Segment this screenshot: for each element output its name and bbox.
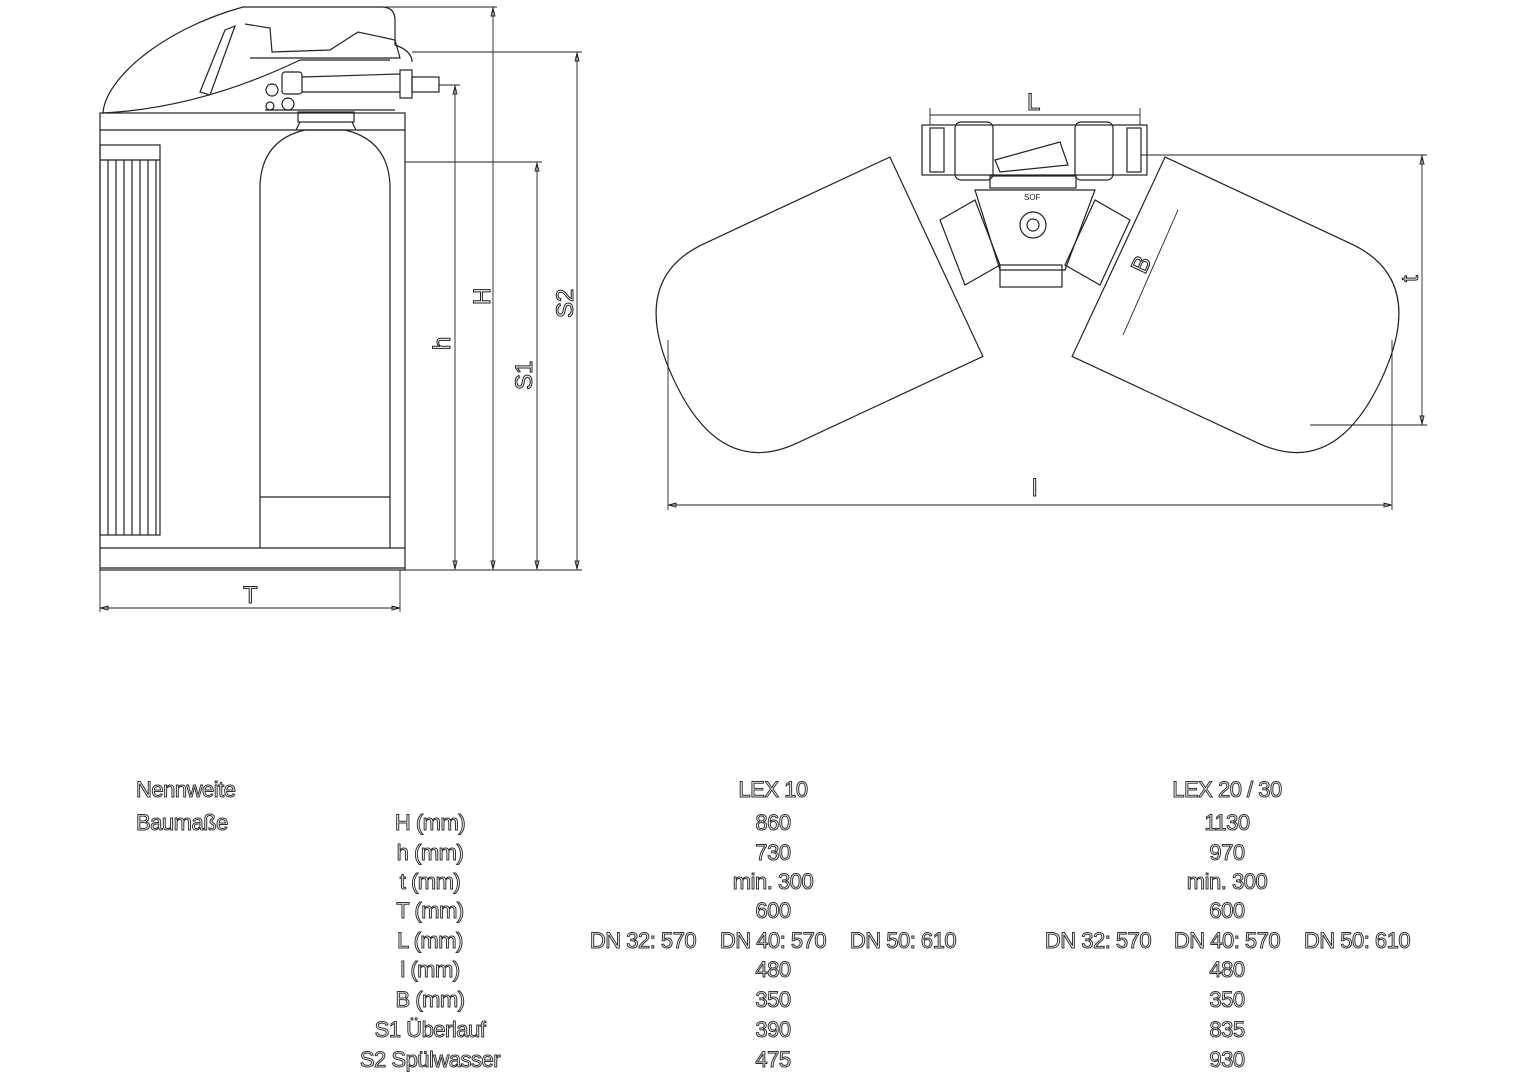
dim-label-H: H (469, 288, 496, 305)
cell-lex2030: 1130 (1204, 810, 1251, 836)
cell-lex2030: DN 40: 570 (1173, 928, 1281, 954)
cell-lex2030: 480 (1209, 957, 1246, 983)
cell-lex2030: 600 (1209, 898, 1246, 924)
body (99, 112, 406, 571)
cell-lex10: 730 (755, 840, 792, 866)
row-label: S1 Überlauf (374, 1017, 486, 1043)
right-tank (1071, 156, 1400, 454)
cover (102, 6, 413, 114)
cell-lex2030: min. 300 (1186, 869, 1268, 895)
dim-label-t: t (1397, 275, 1424, 282)
row-label: t (mm) (399, 869, 461, 895)
cell-lex10: 350 (755, 987, 792, 1013)
cell-lex10: 390 (755, 1017, 792, 1043)
resin-tank (259, 111, 391, 548)
bypass-valve (921, 121, 1148, 288)
dim-label-h: h (429, 337, 456, 350)
cell-lex2030: 835 (1209, 1017, 1246, 1043)
dim-label-B: B (1126, 252, 1157, 278)
cell-lex2030: 970 (1209, 840, 1246, 866)
cell-lex10: 480 (755, 957, 792, 983)
row-label: l (mm) (400, 957, 461, 983)
row-label: B (mm) (395, 987, 466, 1013)
cell-lex10: DN 50: 610 (849, 928, 957, 954)
salt-filter-panel (99, 144, 161, 536)
control-valve (199, 23, 440, 111)
cell-lex10: 860 (755, 810, 792, 836)
row-label: L (mm) (397, 928, 464, 954)
dim-label-S1: S1 (511, 361, 538, 390)
row-label: H (mm) (394, 810, 466, 836)
top-view-softener (655, 108, 1427, 510)
cell-lex10: 600 (755, 898, 792, 924)
model-header-lex10: LEX 10 (738, 777, 809, 803)
row-header-baumasse: Baumaße (136, 810, 229, 836)
row-label: S2 Spülwasser (359, 1047, 501, 1073)
dimension-lines (99, 6, 582, 612)
row-label: T (mm) (396, 898, 465, 924)
model-header-lex2030: LEX 20 / 30 (1172, 777, 1283, 803)
row-label: h (mm) (396, 840, 464, 866)
dim-label-S2: S2 (552, 289, 579, 318)
cell-lex10: 475 (755, 1047, 792, 1073)
cell-lex2030: DN 50: 610 (1303, 928, 1411, 954)
row-header-nennweite: Nennweite (135, 777, 236, 803)
dim-label-L: L (1027, 89, 1040, 116)
left-tank (655, 156, 984, 454)
cell-lex10: DN 32: 570 (589, 928, 697, 954)
cell-lex2030: 930 (1209, 1047, 1246, 1073)
dim-label-l: l (1032, 475, 1037, 502)
valve-brand-mark: SOF (1024, 193, 1041, 202)
technical-drawing: T h H S1 S2 L B t l SOF (99, 6, 1427, 612)
top-dimension-lines (667, 108, 1427, 510)
dim-label-T: T (243, 582, 258, 609)
cell-lex10: DN 40: 570 (719, 928, 827, 954)
cell-lex10: min. 300 (732, 869, 814, 895)
side-view-softener (99, 6, 582, 612)
cell-lex2030: 350 (1209, 987, 1246, 1013)
cell-lex2030: DN 32: 570 (1044, 928, 1152, 954)
